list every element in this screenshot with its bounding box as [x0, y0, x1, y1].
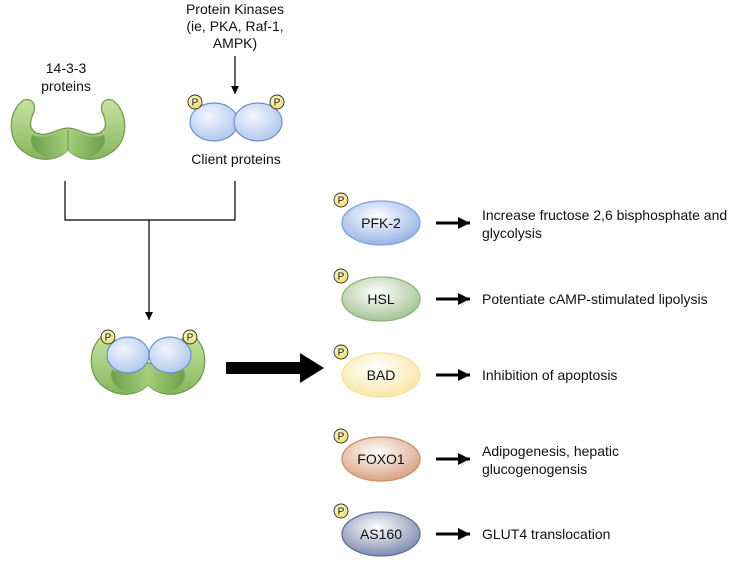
target-node [341, 352, 421, 398]
effect-text: Potentiate cAMP-stimulated lipolysis [482, 291, 708, 307]
svg-text:P: P [187, 333, 194, 344]
phospho-badge: P [333, 344, 349, 360]
protein-1433-dimer [10, 99, 126, 160]
svg-text:P: P [338, 196, 345, 207]
svg-text:P: P [338, 507, 345, 518]
phospho-badge: P [333, 503, 349, 519]
effect-text: Increase fructose 2,6 bisphosphate and [482, 207, 727, 223]
effect-text: glucogenogensis [482, 461, 587, 477]
phospho-badge: P [333, 268, 349, 284]
phospho-badge: P [100, 329, 116, 345]
target-label: PFK-2 [361, 215, 401, 231]
effect-text: Inhibition of apoptosis [482, 367, 617, 383]
target-row: PFK-2 P Increase fructose 2,6 bisphosphate… [333, 192, 727, 246]
client-proteins [189, 102, 283, 142]
kinases-label-line1: Protein Kinases [186, 1, 284, 17]
target-node [341, 200, 421, 246]
phospho-badge: P [269, 94, 285, 110]
phospho-badge: P [333, 428, 349, 444]
proteins-1433-label-line1: 14-3-3 [46, 60, 87, 76]
phospho-badge: P [187, 94, 203, 110]
svg-text:P: P [338, 432, 345, 443]
svg-text:P: P [192, 98, 199, 109]
bracket-connector [64, 181, 236, 221]
svg-text:P: P [338, 348, 345, 359]
target-node [341, 511, 421, 557]
proteins-1433-label-line2: proteins [41, 78, 91, 94]
target-row: HSL P Potentiate cAMP-stimulated lipolysis [333, 268, 708, 322]
target-node [341, 276, 421, 322]
effect-text: GLUT4 translocation [482, 526, 610, 542]
svg-text:P: P [105, 333, 112, 344]
phospho-badge: P [333, 192, 349, 208]
svg-text:P: P [274, 98, 281, 109]
kinases-label-line3: AMPK) [213, 35, 257, 51]
big-arrow [226, 353, 324, 383]
target-row: FOXO1 P Adipogenesis, hepatic glucogenogens… [333, 428, 619, 482]
target-label: FOXO1 [357, 451, 405, 467]
effect-text: Adipogenesis, hepatic [482, 443, 619, 459]
target-node [341, 436, 421, 482]
target-label: AS160 [360, 526, 402, 542]
svg-text:P: P [338, 272, 345, 283]
kinases-label-line2: (ie, PKA, Raf-1, [186, 18, 283, 34]
protein-complex [90, 334, 206, 395]
phospho-badge: P [182, 329, 198, 345]
client-proteins-label: Client proteins [191, 151, 281, 167]
target-row: BAD P Inhibition of apoptosis [333, 344, 617, 398]
target-label: HSL [367, 291, 394, 307]
effect-text: glycolysis [482, 225, 542, 241]
target-label: BAD [367, 367, 396, 383]
target-row: AS160 P GLUT4 translocation [333, 503, 610, 557]
